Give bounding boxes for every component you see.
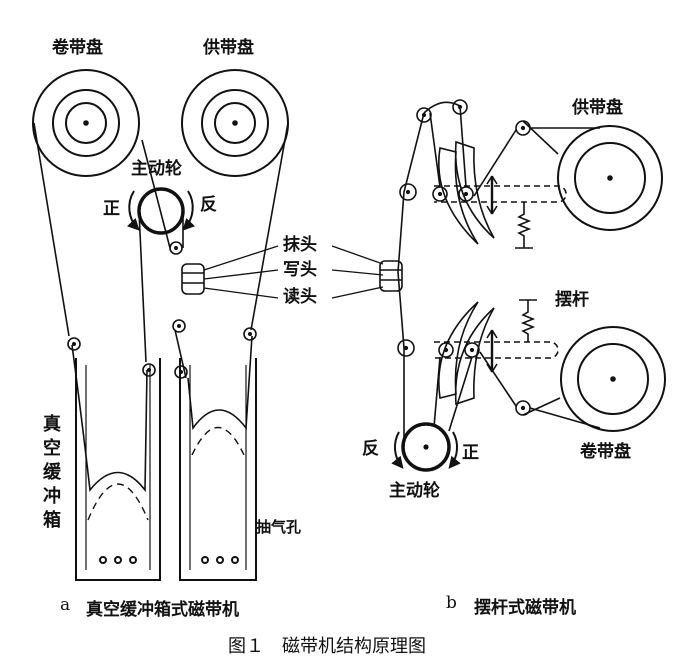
vacuum-column-left [75,358,161,581]
supply-reel-a [181,69,289,177]
swing-arm-label: 摆杆 [555,290,589,310]
supply-reel-b [557,125,663,231]
takeup-reel-b [560,326,666,432]
read-head-label: 读头 [283,287,317,307]
takeup-reel-label-b: 卷带盘 [580,442,631,462]
forward-label-a: 正 [103,199,120,219]
swing-arm-top [432,120,567,249]
heads-a [181,263,205,295]
vent-hole-label: 抽气孔 [256,518,302,536]
capstan-b [391,422,461,472]
forward-label-b: 正 [462,443,479,463]
takeup-reel-label-a: 卷带盘 [52,38,103,58]
capstan-label-b: 主动轮 [389,481,440,501]
swing-arm-bottom [434,299,559,416]
guide-rollers-b [397,99,468,357]
caption-letter-a: a [60,595,71,615]
head-leader-lines [203,245,384,299]
erase-head-label: 抹头 [283,235,317,255]
reverse-label-b: 反 [362,439,379,459]
caption-letter-b: b [446,593,457,613]
caption-a: 真空缓冲箱式磁带机 [86,600,239,620]
vacuum-column-right [179,358,257,581]
supply-reel-label-a: 供带盘 [203,38,254,58]
vacuum-buffer-label: 真空缓冲箱 [43,414,61,531]
write-head-label: 写头 [283,260,317,280]
reverse-label-a: 反 [200,195,217,215]
caption-b: 摆杆式磁带机 [474,598,576,618]
tape-path-a [33,122,289,493]
guide-rollers-a [67,241,257,379]
figure-caption: 图１ 磁带机结构原理图 [228,636,426,657]
tape-path-b [397,101,601,447]
supply-reel-label-b: 供带盘 [572,98,623,118]
takeup-reel-a [32,69,140,177]
capstan-label-a: 主动轮 [131,159,182,179]
